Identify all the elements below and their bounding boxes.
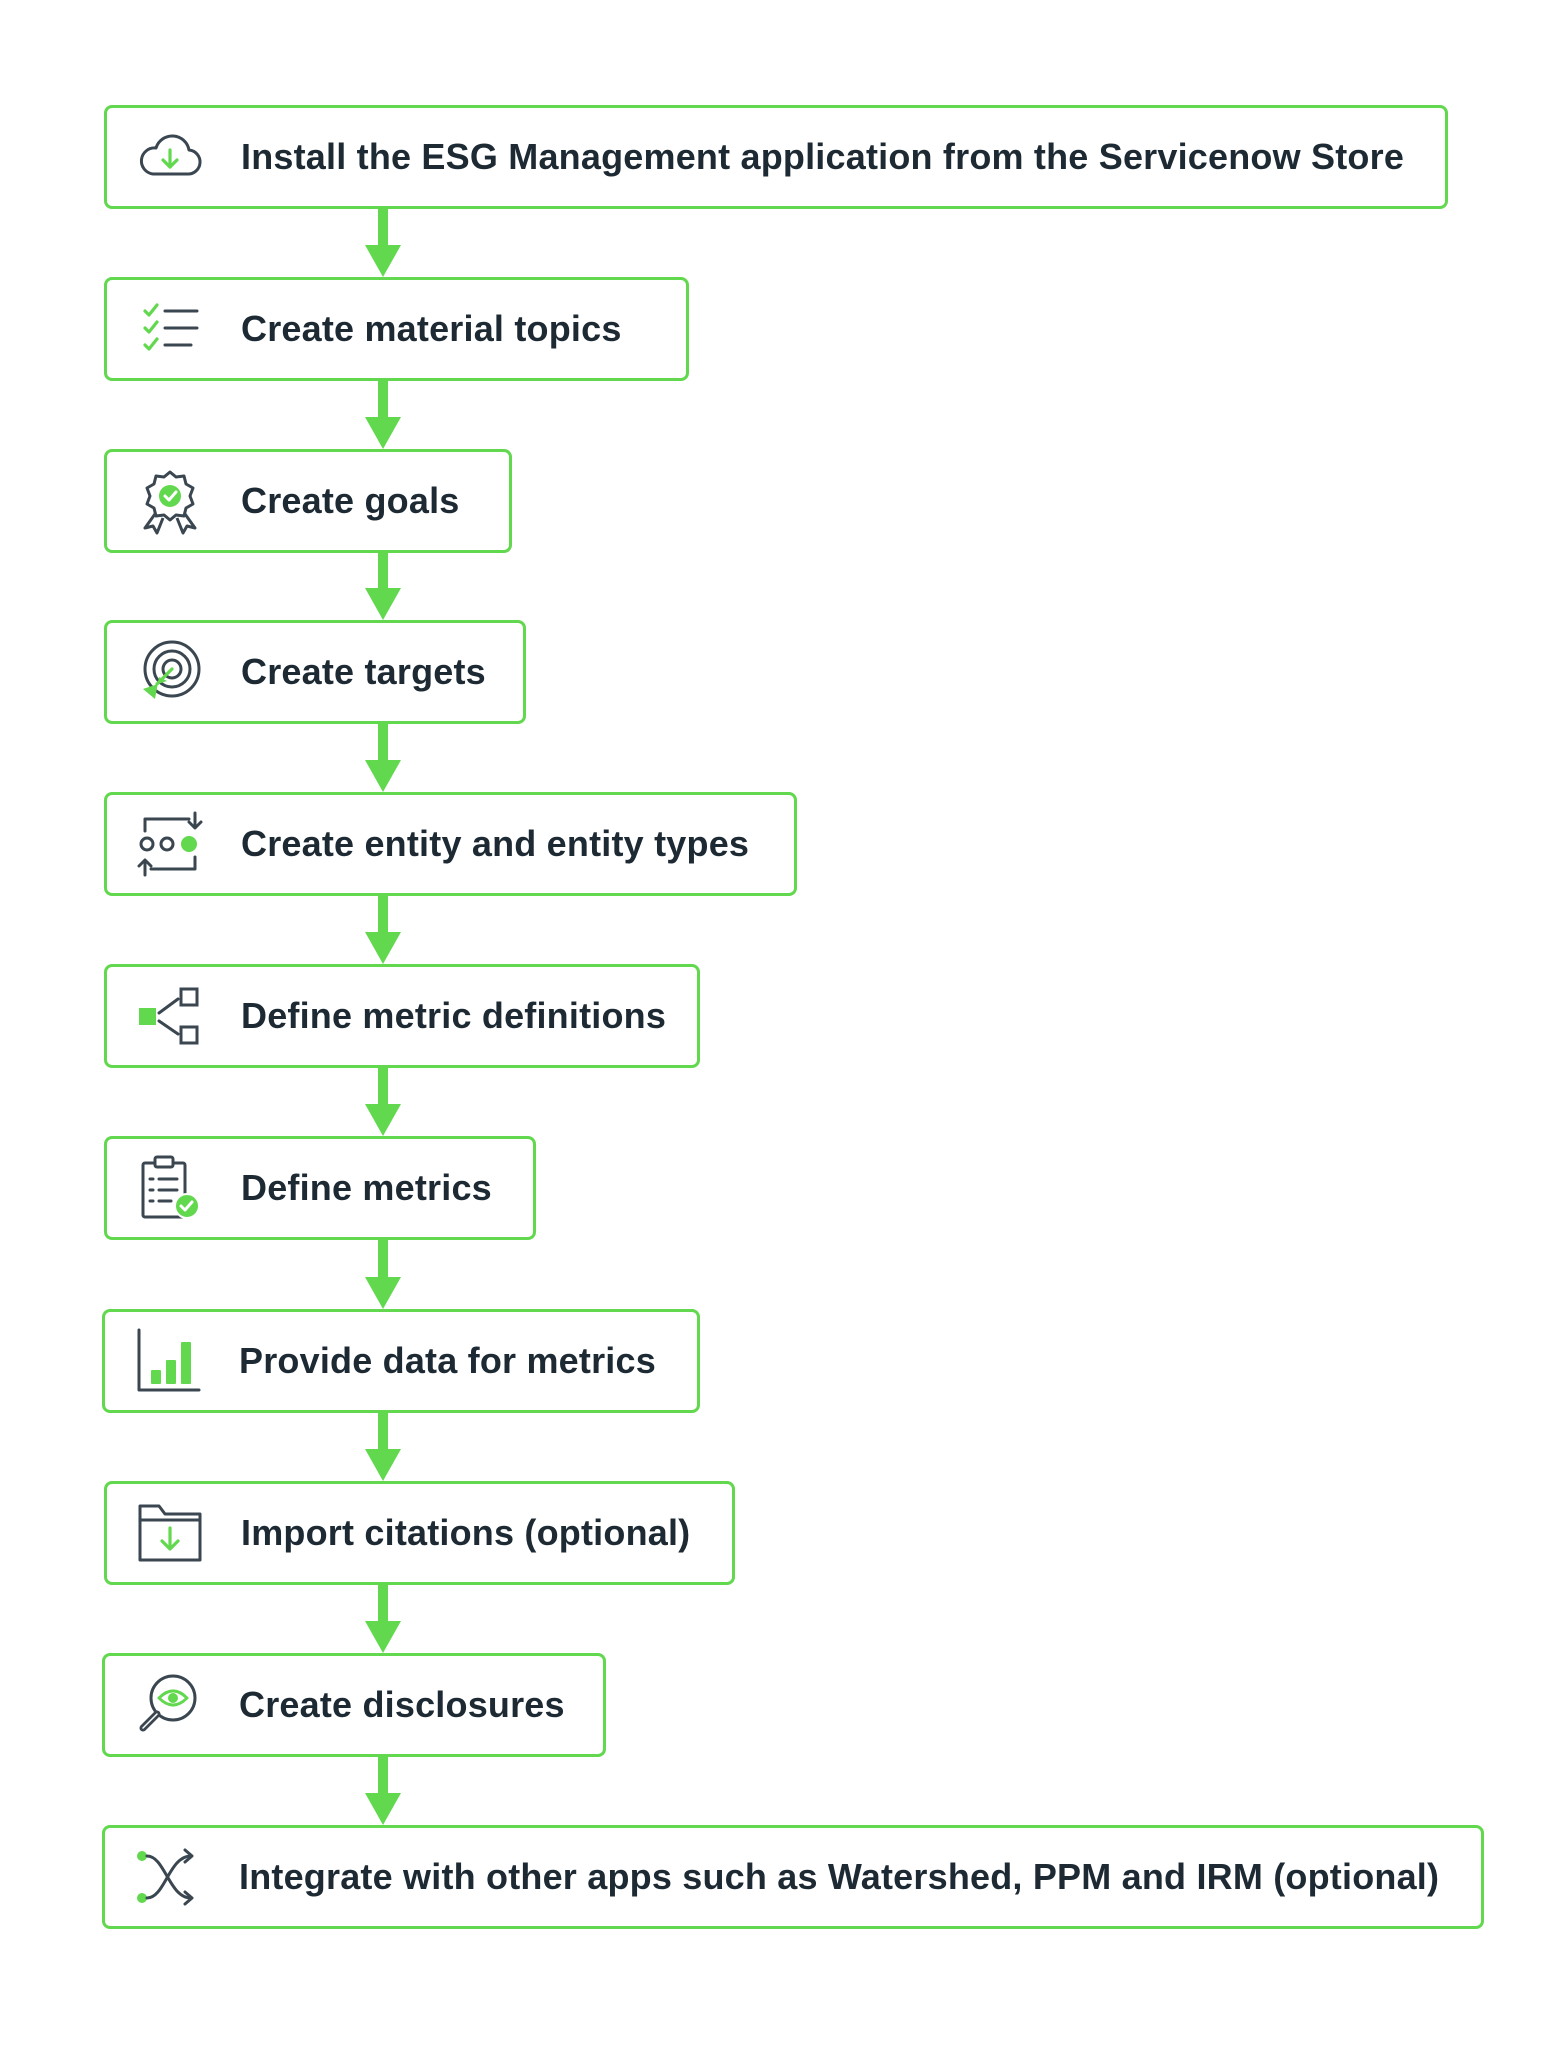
- target-arrow-icon: [143, 640, 201, 699]
- step-label: Create goals: [241, 480, 460, 521]
- award-badge-icon: [143, 470, 197, 535]
- connector-arrow: [365, 1068, 401, 1136]
- step-create-disclosures: Create disclosures: [102, 1653, 606, 1757]
- connector-arrow: [365, 209, 401, 277]
- connector-arrow: [365, 1585, 401, 1653]
- connector-arrow: [365, 724, 401, 792]
- step-label: Create disclosures: [239, 1684, 565, 1725]
- step-label: Integrate with other apps such as Waters…: [239, 1856, 1440, 1897]
- step-create-targets: Create targets: [104, 620, 526, 724]
- step-define-metric-definitions: Define metric definitions: [104, 964, 700, 1068]
- connector-arrow: [365, 896, 401, 964]
- step-label: Provide data for metrics: [239, 1340, 656, 1381]
- step-label: Define metrics: [241, 1167, 492, 1208]
- connector-arrow: [365, 381, 401, 449]
- step-provide-data: Provide data for metrics: [102, 1309, 700, 1413]
- checklist-icon: [143, 303, 199, 351]
- step-install-app: Install the ESG Management application f…: [104, 105, 1448, 209]
- connector-arrow: [365, 1413, 401, 1481]
- step-label: Define metric definitions: [241, 995, 667, 1036]
- shuffle-integrate-icon: [137, 1848, 194, 1906]
- step-create-entity-types: Create entity and entity types: [104, 792, 797, 896]
- step-create-goals: Create goals: [104, 449, 512, 553]
- step-label: Create material topics: [241, 308, 622, 349]
- connector-arrow: [365, 553, 401, 620]
- clipboard-check-icon: [141, 1155, 200, 1219]
- step-label: Install the ESG Management application f…: [241, 136, 1405, 177]
- hierarchy-icon: [139, 987, 199, 1045]
- connector-arrow: [365, 1757, 401, 1825]
- folder-import-icon: [138, 1504, 202, 1562]
- magnifier-eye-icon: [139, 1674, 197, 1732]
- step-define-metrics: Define metrics: [104, 1136, 536, 1240]
- entity-cycle-icon: [137, 811, 203, 877]
- bar-chart-icon: [137, 1328, 201, 1392]
- step-import-citations: Import citations (optional): [104, 1481, 735, 1585]
- step-label: Import citations (optional): [241, 1512, 691, 1553]
- step-integrate-apps: Integrate with other apps such as Waters…: [102, 1825, 1484, 1929]
- cloud-download-icon: [139, 134, 202, 176]
- step-create-material-topics: Create material topics: [104, 277, 689, 381]
- step-label: Create targets: [241, 651, 486, 692]
- step-label: Create entity and entity types: [241, 823, 750, 864]
- connector-arrow: [365, 1240, 401, 1309]
